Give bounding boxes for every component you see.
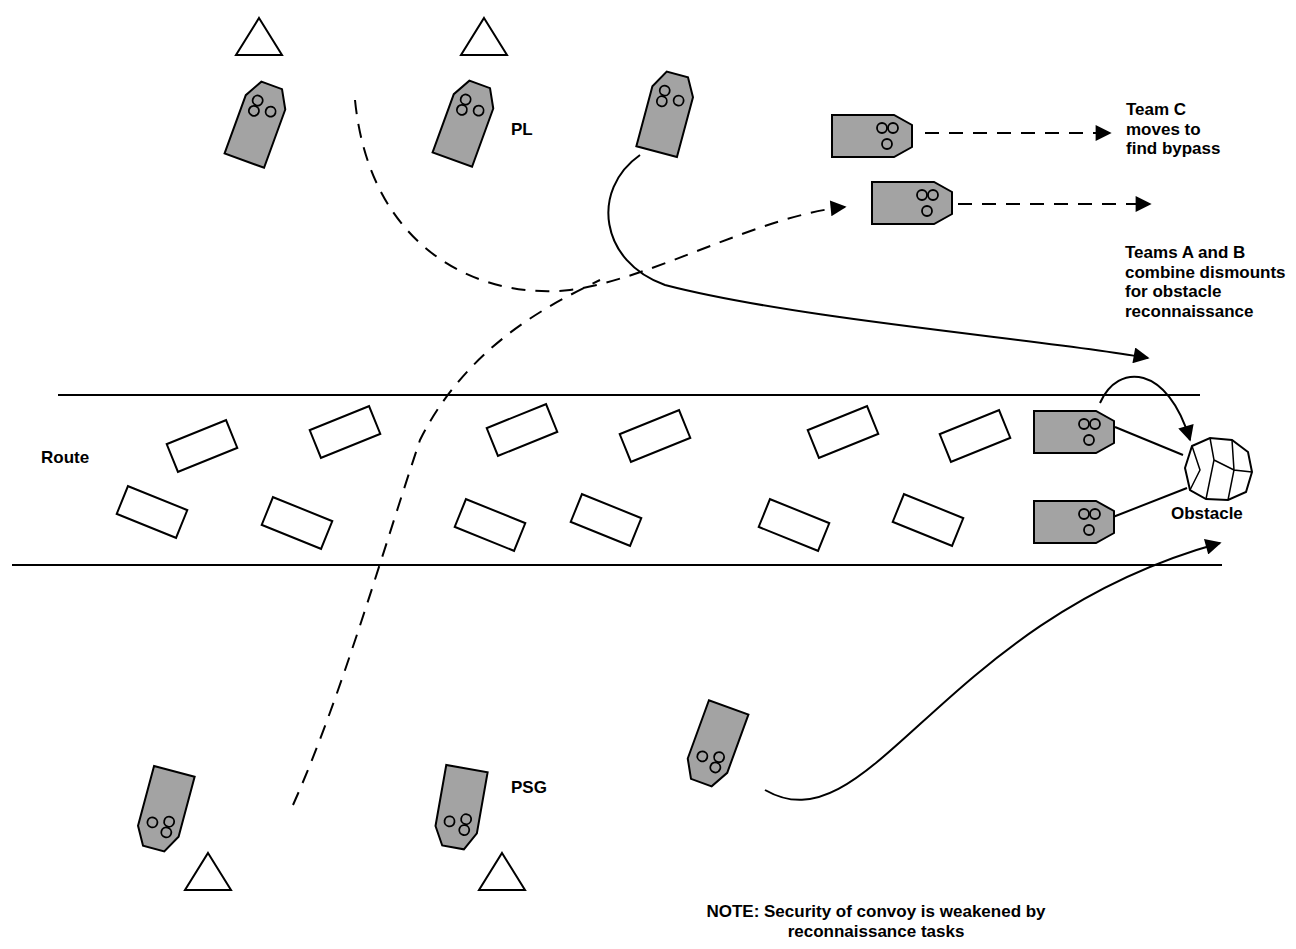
obstacle-rock [1185, 438, 1252, 500]
observation-triangles [185, 18, 525, 890]
route-label: Route [40, 448, 90, 468]
team-note: Team C moves to find bypass [1125, 100, 1229, 159]
leader-label: PL [510, 120, 534, 140]
leader-label: PSG [510, 778, 548, 798]
obstacle-label: Obstacle [1170, 504, 1244, 524]
convoy-trucks [117, 404, 1011, 551]
route-edge [58, 394, 1200, 396]
note-text: NOTE: Security of convoy is weakened by … [700, 902, 1052, 941]
route-edge [12, 564, 1222, 566]
team-note: Teams A and B combine dismounts for obst… [1124, 243, 1292, 321]
platoon-vehicles [133, 69, 1114, 854]
movement-paths [293, 100, 1220, 805]
